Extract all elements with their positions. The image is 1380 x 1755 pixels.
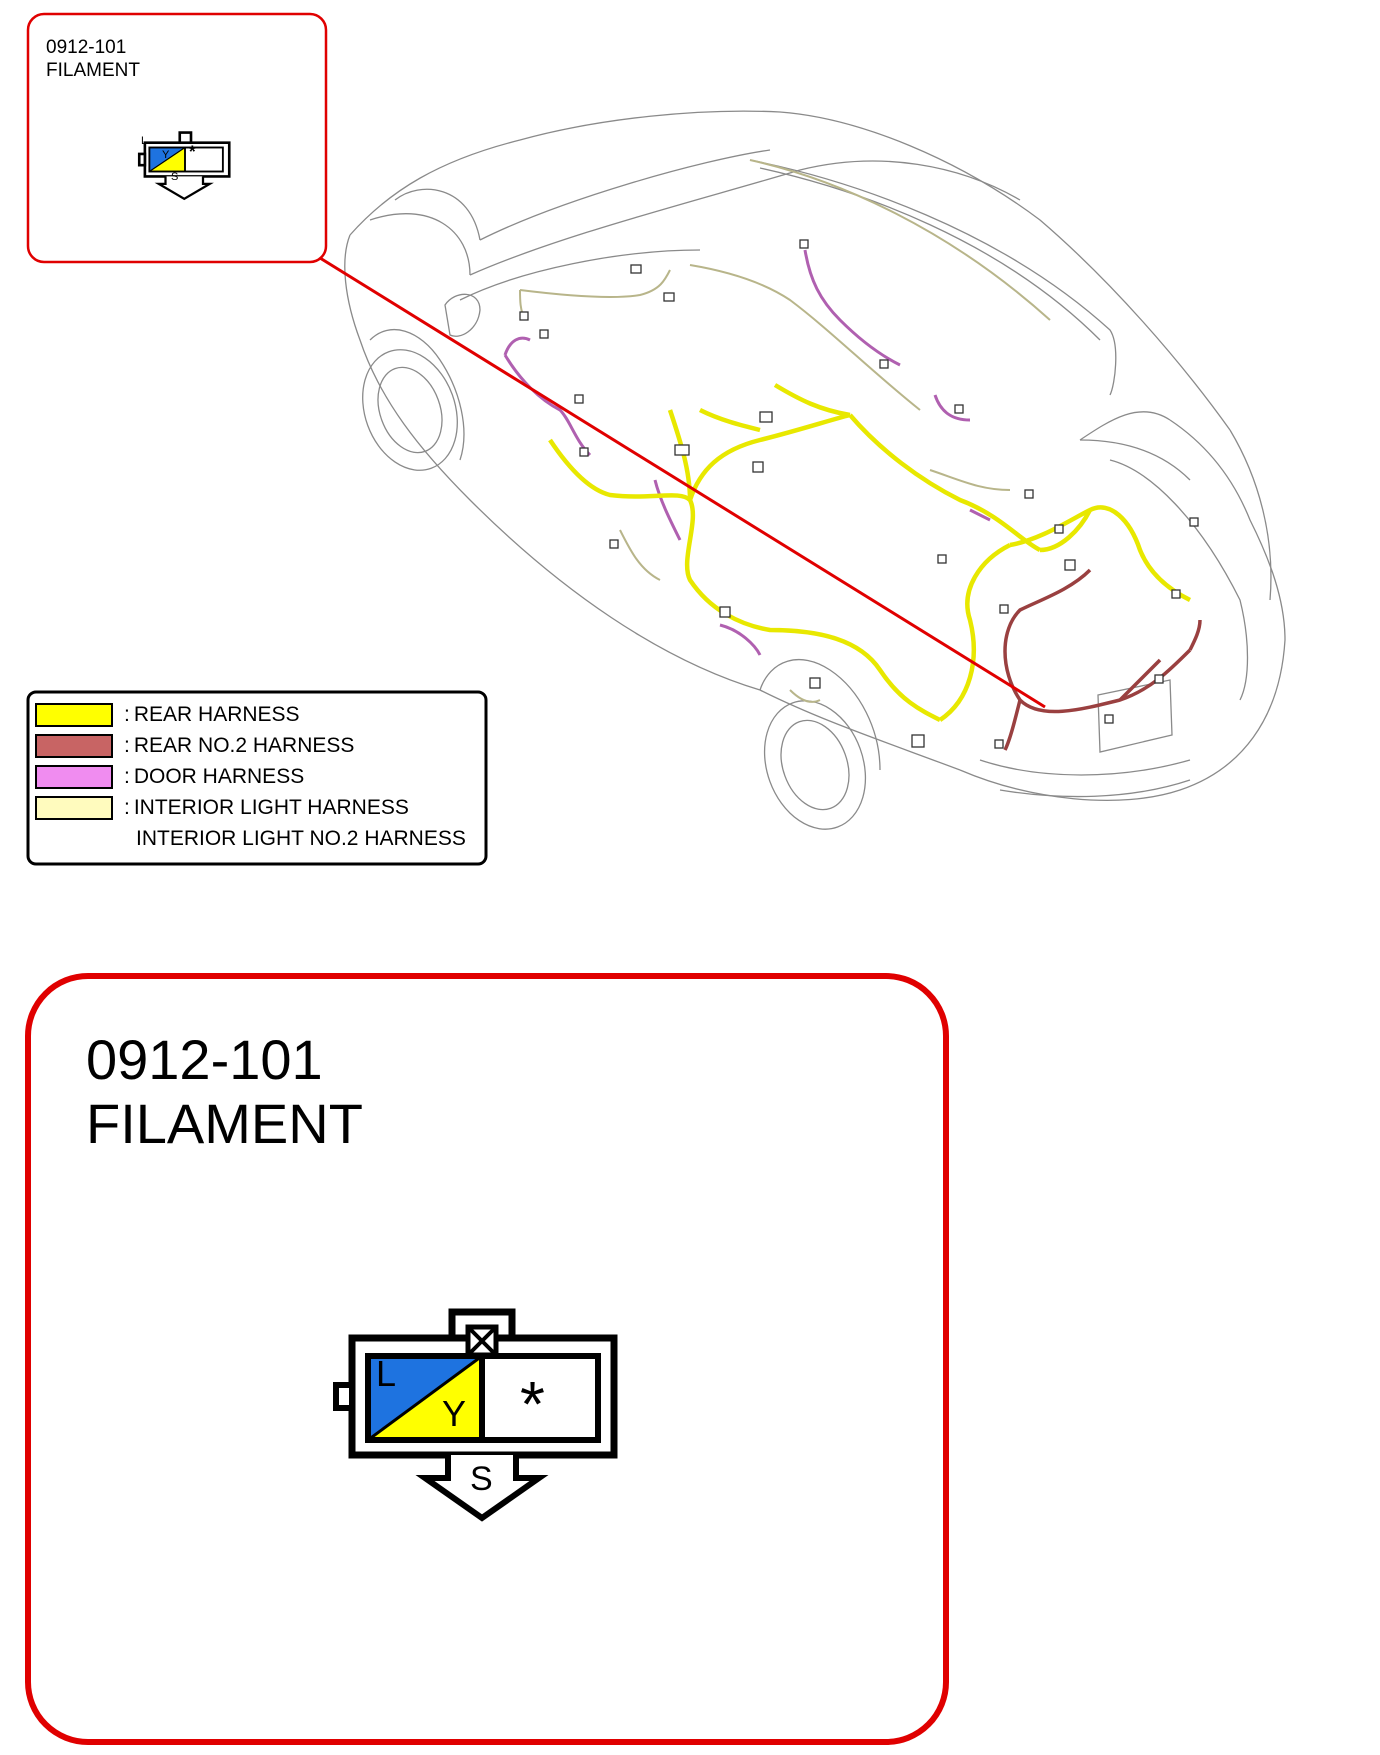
large-pin1-left-label: L bbox=[376, 1353, 397, 1394]
legend-label-rear-harness: :REAR HARNESS bbox=[124, 703, 300, 726]
rear-harness-wires bbox=[548, 383, 1192, 723]
small-pin1-right-label: Y bbox=[162, 149, 170, 161]
small-pin1-left-label: L bbox=[141, 135, 148, 147]
legend-swatch-interior-light-harness bbox=[35, 796, 113, 820]
small-part-number: 0912-101 bbox=[46, 37, 127, 58]
x-box-icon bbox=[465, 1324, 499, 1358]
large-part-label: 0912-101 FILAMENT bbox=[86, 1028, 363, 1156]
callout-leader-line bbox=[319, 256, 1046, 709]
small-side-label: S bbox=[171, 171, 179, 183]
large-side-label: S bbox=[470, 1460, 493, 1498]
legend-label-interior-light-harness: :INTERIOR LIGHT HARNESS bbox=[124, 796, 409, 819]
small-part-name: FILAMENT bbox=[46, 60, 140, 81]
legend-swatch-door-harness bbox=[35, 765, 113, 789]
legend-swatch-rear-harness bbox=[35, 703, 113, 727]
legend-label-rear-no2-harness: :REAR NO.2 HARNESS bbox=[124, 734, 355, 757]
large-part-name: FILAMENT bbox=[86, 1092, 363, 1155]
legend-label-door-harness: :DOOR HARNESS bbox=[124, 765, 305, 788]
rear-no2-harness-wires bbox=[1003, 568, 1202, 751]
harness-connectors bbox=[519, 239, 1199, 749]
door-harness-wires bbox=[503, 249, 991, 656]
large-part-number: 0912-101 bbox=[86, 1028, 323, 1091]
interior-light-harness-wires bbox=[519, 159, 1051, 703]
large-pin2-symbol: * bbox=[520, 1368, 545, 1440]
legend-label-interior-light-no2-harness: INTERIOR LIGHT NO.2 HARNESS bbox=[136, 827, 466, 850]
car-outline bbox=[344, 110, 1286, 830]
large-pin1-right-label: Y bbox=[442, 1393, 467, 1434]
legend-box bbox=[26, 690, 488, 866]
small-pin2-symbol: * bbox=[189, 142, 196, 161]
small-connector bbox=[137, 131, 231, 201]
small-callout-box bbox=[26, 12, 328, 264]
legend-swatch-rear-no2-harness bbox=[35, 734, 113, 758]
large-connector bbox=[333, 1308, 618, 1522]
small-part-label: 0912-101 FILAMENT bbox=[46, 36, 140, 82]
side-arrow-icon bbox=[415, 1455, 549, 1522]
